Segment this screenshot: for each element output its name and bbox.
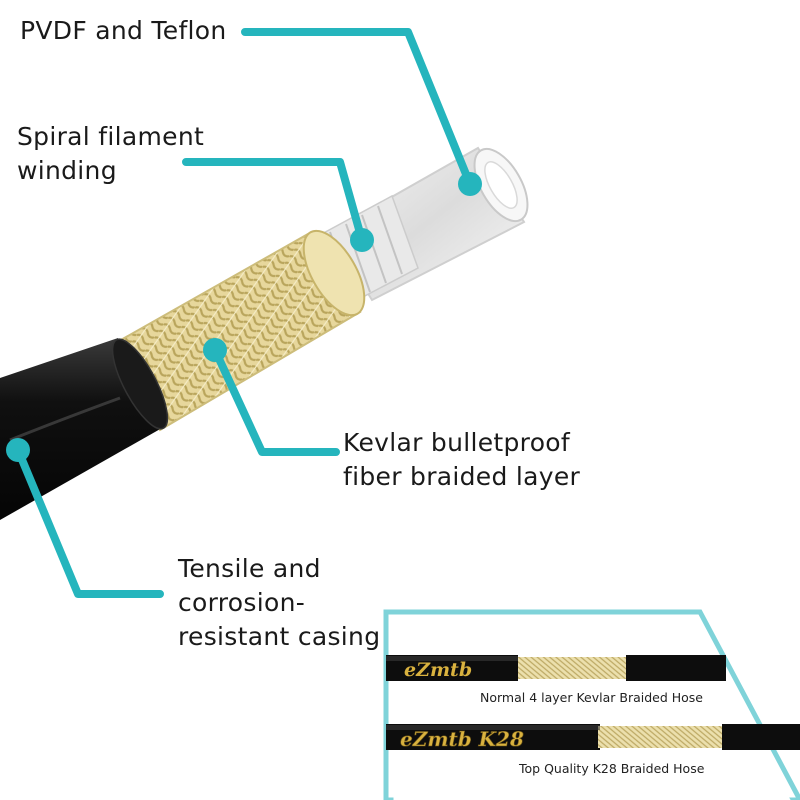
outer-casing [0,338,169,520]
hose1-brand-logo: eZmtb [404,659,472,681]
callout-dot-liner [458,172,482,196]
callout-dot-casing [6,438,30,462]
hose2-brand-logo: eZmtb K28 [400,727,524,751]
callout-line-liner [241,28,474,188]
callout-lines [14,28,474,598]
callout-line-kevlar [211,346,340,456]
comparison-inset: eZmtb eZmtb K28 [383,609,800,800]
hose-sample-k28: eZmtb K28 [386,724,800,751]
callout-line-spiral [182,158,366,244]
label-casing-line1: Tensile and [178,554,321,583]
label-spiral-winding-line2: winding [17,156,117,185]
callout-dots [6,172,482,462]
label-spiral-winding-line1: Spiral filament [17,122,205,151]
callout-dot-kevlar [203,338,227,362]
hose-sample-normal: eZmtb [386,655,726,681]
label-casing-line2: corrosion- [178,588,306,617]
caption-normal-hose: Normal 4 layer Kevlar Braided Hose [480,690,703,705]
caption-k28-hose: Top Quality K28 Braided Hose [519,761,705,776]
callout-line-casing [14,446,164,598]
label-pvdf-teflon: PVDF and Teflon [20,16,227,45]
label-kevlar-line1: Kevlar bulletproof [343,428,570,457]
label-casing-line3: resistant casing [178,622,381,651]
callout-dot-spiral [350,228,374,252]
label-kevlar-line2: fiber braided layer [343,462,581,491]
